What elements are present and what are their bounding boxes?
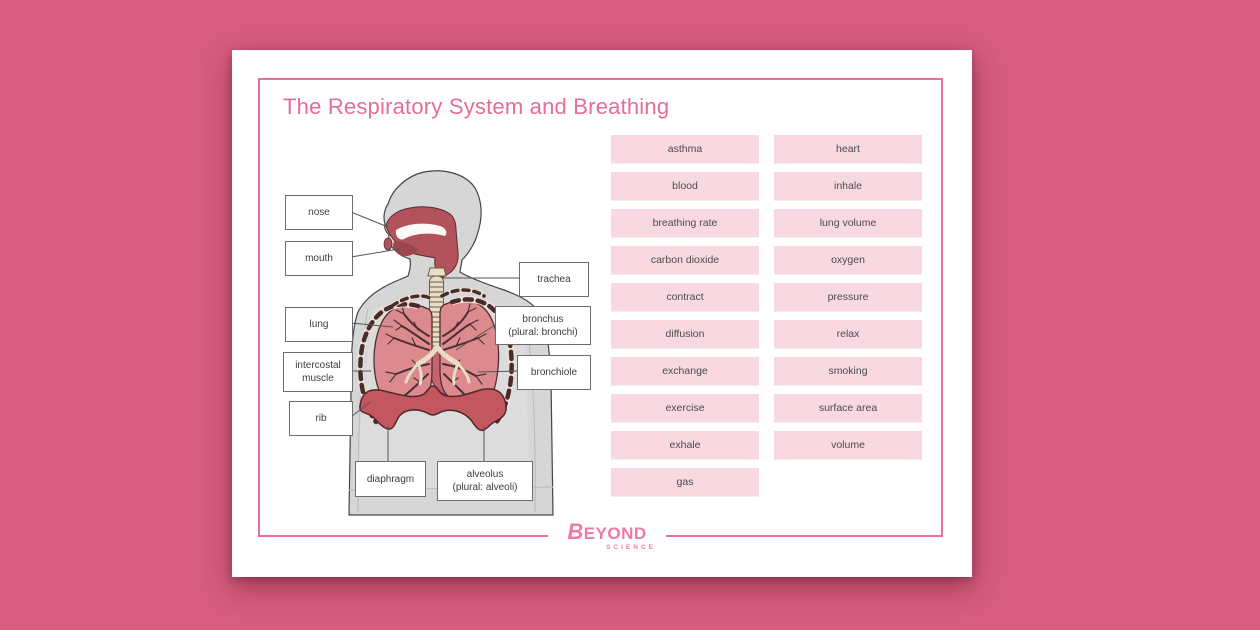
word-bank-item: exercise xyxy=(611,394,759,422)
logo-wordmark: EYOND xyxy=(583,524,647,543)
logo-subtitle: SCIENCE xyxy=(606,544,656,551)
word-bank-item: breathing rate xyxy=(611,209,759,237)
word-bank-item: smoking xyxy=(774,357,922,385)
page-title: The Respiratory System and Breathing xyxy=(283,94,670,119)
leader-bronchus xyxy=(455,324,496,351)
word-bank-column-1: asthma blood breathing rate carbon dioxide c… xyxy=(611,135,759,505)
label-lung: lung xyxy=(285,307,353,342)
word-bank-item: exhale xyxy=(611,431,759,459)
bronchiole-tree-right xyxy=(442,303,487,405)
leader-nose xyxy=(350,211,389,228)
word-bank-item: surface area xyxy=(774,394,922,422)
label-mouth: mouth xyxy=(285,241,353,276)
label-diaphragm: diaphragm xyxy=(355,461,426,497)
word-bank-item: heart xyxy=(774,135,922,163)
word-bank-item: carbon dioxide xyxy=(611,246,759,274)
label-nose: nose xyxy=(285,195,353,230)
logo-b-glyph: B xyxy=(567,519,584,544)
beyond-science-logo: BEYOND SCIENCE xyxy=(548,519,666,551)
leader-bronchiole xyxy=(477,370,518,373)
word-bank-item: asthma xyxy=(611,135,759,163)
bronchiole-tree-left xyxy=(385,305,430,403)
word-bank-item: relax xyxy=(774,320,922,348)
label-bronchiole: bronchiole xyxy=(517,355,591,390)
bronchus-left xyxy=(404,345,439,386)
word-bank-item: exchange xyxy=(611,357,759,385)
word-bank-item: contract xyxy=(611,283,759,311)
leader-lung xyxy=(350,322,394,328)
word-bank-column-2: heart inhale lung volume oxygen pressure rela… xyxy=(774,135,922,468)
tongue xyxy=(393,241,418,257)
word-bank-item: oxygen xyxy=(774,246,922,274)
word-bank-item: blood xyxy=(611,172,759,200)
word-bank-item: inhale xyxy=(774,172,922,200)
bronchus-right xyxy=(435,345,471,386)
palate xyxy=(395,223,447,240)
word-bank-item: pressure xyxy=(774,283,922,311)
label-alveolus: alveolus(plural: alveoli) xyxy=(437,461,533,501)
word-bank-item: volume xyxy=(774,431,922,459)
leader-rib xyxy=(350,401,371,418)
label-trachea: trachea xyxy=(519,262,589,297)
worksheet-page: The Respiratory System and Breathing xyxy=(232,50,972,577)
lips xyxy=(383,237,393,251)
larynx xyxy=(427,267,447,277)
word-bank-item: gas xyxy=(611,468,759,496)
label-rib: rib xyxy=(289,401,353,436)
leader-lines xyxy=(350,211,519,461)
label-bronchus: bronchus(plural: bronchi) xyxy=(495,306,591,345)
word-bank-item: diffusion xyxy=(611,320,759,348)
respiratory-system-diagram xyxy=(348,170,554,516)
word-bank-item: lung volume xyxy=(774,209,922,237)
leader-mouth xyxy=(350,248,400,258)
